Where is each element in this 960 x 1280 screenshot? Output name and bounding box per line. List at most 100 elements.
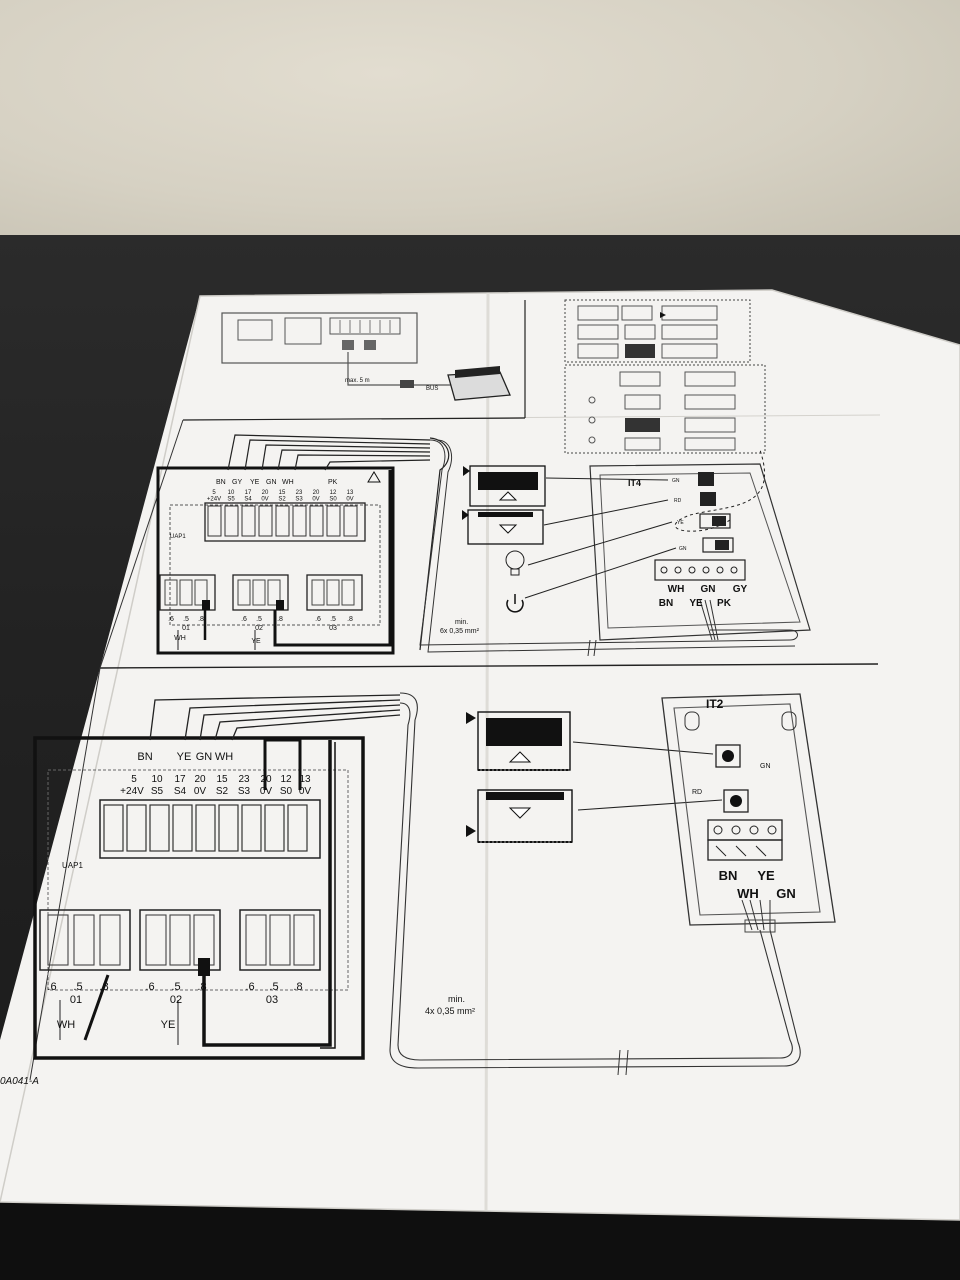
it4-wire-bn: BN bbox=[659, 598, 673, 609]
it4-cable-min: min. bbox=[455, 619, 468, 626]
uap1-lower-label: UAP1 bbox=[62, 861, 83, 870]
it2-wire-gn: GN bbox=[776, 886, 796, 901]
uap1-lower-name-2: S4 bbox=[174, 786, 187, 797]
uap1-lower-name-4: S2 bbox=[216, 786, 229, 797]
uap1-lower-num-6: 20 bbox=[260, 774, 272, 785]
relay2-pin-6: .6 bbox=[241, 616, 247, 623]
it2-led-gn: GN bbox=[760, 763, 771, 770]
relay2-pin-5: .5 bbox=[256, 616, 262, 623]
uap1-lower-num-3: 20 bbox=[194, 774, 206, 785]
it2-cable-spec: 4x 0,35 mm² bbox=[425, 1006, 475, 1016]
uap1-upper-term-0: 5+24V bbox=[207, 490, 221, 503]
it4-wire-gy: GY bbox=[733, 584, 748, 595]
lower-relay2-wire: YE bbox=[161, 1019, 176, 1031]
lower-relay1-pin-8: .8 bbox=[99, 981, 108, 993]
it2-wire-bn: BN bbox=[719, 868, 738, 883]
lower-relay3-pin-6: .6 bbox=[245, 981, 254, 993]
uap1-lower-num-4: 15 bbox=[216, 774, 228, 785]
uap1-upper-wire-gy: GY bbox=[232, 479, 242, 486]
it4-wire-pk: PK bbox=[717, 598, 732, 609]
uap1-lower-num-0: 5 bbox=[131, 774, 137, 785]
it4-led-gn-2: GN bbox=[679, 546, 687, 552]
uap1-upper-label: UAP1 bbox=[170, 534, 186, 540]
it2-wire-wh: WH bbox=[737, 886, 759, 901]
fold-line bbox=[484, 292, 490, 1211]
relay2-name: 02 bbox=[255, 625, 263, 632]
it2-title: IT2 bbox=[706, 697, 724, 711]
relay2-wire: YE bbox=[251, 638, 261, 645]
relay3-name: 03 bbox=[329, 625, 337, 632]
door-open-icon bbox=[463, 465, 546, 507]
relay1-name: 01 bbox=[182, 625, 190, 632]
it4-wire-gn: GN bbox=[701, 584, 716, 595]
uap1-lower-num-7: 12 bbox=[280, 774, 292, 785]
uap1-upper-board bbox=[156, 434, 450, 655]
uap1-upper-wire-gn: GN bbox=[266, 479, 277, 486]
lower-relay2-pin-5: .5 bbox=[171, 981, 180, 993]
relay2-pin-8: .8 bbox=[277, 616, 283, 623]
uap1-lower-name-5: S3 bbox=[238, 786, 251, 797]
uap1-lower-name-6: 0V bbox=[260, 786, 273, 797]
door-open-icon-lower bbox=[466, 711, 571, 771]
light-bulb-icon bbox=[505, 550, 525, 576]
uap1-lower-wire-gn: GN bbox=[196, 751, 213, 763]
relay1-pin-6: .6 bbox=[168, 616, 174, 623]
lower-relay1-pin-5: .5 bbox=[73, 981, 82, 993]
it2-wire-ye: YE bbox=[757, 868, 775, 883]
uap1-lower-name-8: 0V bbox=[299, 786, 312, 797]
relay3-pin-8: .8 bbox=[347, 616, 353, 623]
lower-relay2-pin-6: .6 bbox=[145, 981, 154, 993]
lower-relay3-pin-5: .5 bbox=[269, 981, 278, 993]
lower-relay1-wire: WH bbox=[57, 1019, 75, 1031]
uap1-lower-name-3: 0V bbox=[194, 786, 207, 797]
uap1-lower-wire-wh: WH bbox=[215, 751, 233, 763]
relay3-pin-6: .6 bbox=[315, 616, 321, 623]
it4-transmitter bbox=[589, 463, 811, 641]
function-overview-grid bbox=[564, 299, 766, 454]
uap1-lower-num-1: 10 bbox=[151, 774, 163, 785]
wall-background bbox=[0, 0, 960, 245]
it4-led-ye: YE bbox=[677, 520, 684, 526]
section-divider bbox=[99, 663, 879, 669]
uap1-upper-wire-pk: PK bbox=[328, 479, 338, 486]
it4-wire-wh: WH bbox=[668, 584, 685, 595]
uap1-lower-name-7: S0 bbox=[280, 786, 293, 797]
document-code: 0A041-A bbox=[0, 1076, 39, 1087]
uap1-upper-wire-wh: WH bbox=[282, 479, 294, 486]
bus-connector-icon: BUS bbox=[400, 366, 511, 401]
top-panel-device bbox=[221, 312, 455, 386]
uap1-lower-wire-ye: YE bbox=[177, 751, 192, 763]
lower-relay2-pin-8: .8 bbox=[197, 981, 206, 993]
it4-led-gn-1: GN bbox=[672, 478, 680, 484]
relay1-pin-5: .5 bbox=[183, 616, 189, 623]
door-close-icon bbox=[462, 509, 544, 545]
power-icon bbox=[506, 594, 524, 613]
relay3-pin-5: .5 bbox=[330, 616, 336, 623]
it4-led-rd: RD bbox=[674, 498, 682, 504]
it2-cable-min: min. bbox=[448, 994, 465, 1004]
uap1-upper-wire-bn: BN bbox=[216, 479, 226, 486]
it4-wire-ye: YE bbox=[689, 598, 703, 609]
lower-relay2-name: 02 bbox=[170, 994, 182, 1006]
lower-relay1-name: 01 bbox=[70, 994, 82, 1006]
it4-title: IT4 bbox=[628, 478, 641, 488]
uap1-lower-num-2: 17 bbox=[174, 774, 186, 785]
door-close-icon-lower bbox=[466, 789, 573, 843]
it2-led-rd: RD bbox=[692, 789, 702, 796]
uap1-lower-board bbox=[33, 694, 401, 1060]
uap1-lower-wire-bn: BN bbox=[137, 751, 152, 763]
lower-relay3-pin-8: .8 bbox=[293, 981, 302, 993]
lower-relay1-pin-6: .6 bbox=[47, 981, 56, 993]
uap1-lower-num-8: 13 bbox=[299, 774, 311, 785]
cable-length-label: max. 5 m bbox=[345, 378, 370, 384]
it2-transmitter bbox=[661, 693, 836, 933]
lower-relay3-name: 03 bbox=[266, 994, 278, 1006]
uap1-lower-num-5: 23 bbox=[238, 774, 250, 785]
